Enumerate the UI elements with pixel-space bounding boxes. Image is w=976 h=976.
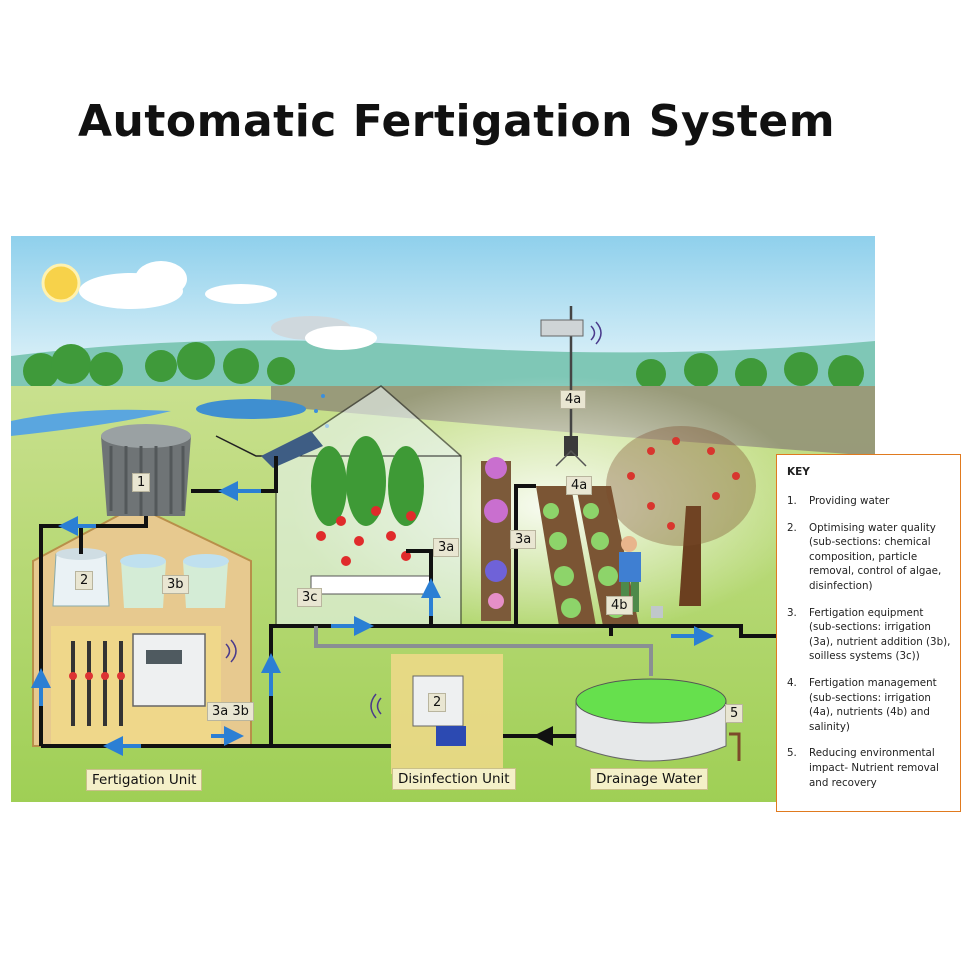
uv-filter (436, 726, 466, 746)
soilless-trough (310, 575, 432, 595)
controller-box (132, 633, 206, 707)
disinfection-unit-label: Disinfection Unit (392, 768, 516, 790)
key-item-subtext: (sub-sections: chemical composition, par… (809, 536, 942, 592)
key-item-subtext: (sub-sections: irrigation (4a), nutrient… (809, 691, 931, 733)
marker-field-irrigation: 3a (510, 530, 537, 549)
tomato-plants (311, 436, 424, 526)
key-heading: KEY (787, 466, 810, 478)
marker-greenhouse-irrigation: 3a (433, 538, 460, 557)
key-item-number: 4. (787, 677, 797, 689)
page-title: Automatic Fertigation System (78, 96, 836, 147)
marker-water-source: 1 (132, 473, 151, 492)
weather-station (540, 306, 587, 467)
marker-drainage: 5 (725, 704, 744, 723)
key-panel: KEY 1. Providing water 2. Optimising wat… (776, 454, 961, 812)
key-item-text: Optimising water quality (809, 521, 936, 534)
wireless-signal-icon (225, 321, 602, 719)
controller-screen (146, 650, 182, 664)
grey-pipe (314, 626, 653, 676)
pond (196, 399, 306, 419)
marker-tank-disinf: 2 (428, 693, 447, 712)
river (11, 409, 171, 436)
cloud-icon (79, 261, 277, 309)
marker-fert-equipment: 3a 3b (207, 702, 254, 721)
key-item-text: Fertigation equipment (809, 606, 924, 619)
key-item: 2. Optimising water quality (sub-section… (787, 521, 952, 594)
drainage-outflow (729, 732, 741, 761)
marker-greenhouse-soilless: 3c (297, 588, 323, 607)
key-item: 4. Fertigation management (sub-sections:… (787, 676, 952, 734)
key-list: 1. Providing water 2. Optimising water q… (787, 494, 952, 790)
flow-arrows (31, 481, 714, 756)
water-source-tank (101, 424, 191, 516)
marker-tank-fert: 2 (75, 571, 94, 590)
drainage-tank (575, 678, 727, 762)
drainage-water-label: Drainage Water (590, 768, 708, 790)
key-item-text: Providing water (809, 494, 890, 507)
key-item: 5. Reducing environmental impact- Nutrie… (787, 746, 952, 790)
flowers (484, 457, 508, 609)
apple-tree (606, 426, 756, 606)
valve-caps (69, 672, 125, 680)
fertigation-diagram (11, 236, 875, 802)
key-item-number: 1. (787, 494, 797, 507)
key-item-subtext: (sub-sections: irrigation (3a), nutrient… (809, 621, 951, 663)
injector-valves (71, 641, 123, 726)
sun-icon (41, 263, 81, 303)
rain-cloud-icon (271, 316, 377, 350)
key-item-number: 3. (787, 606, 797, 619)
marker-field-sensor: 4a (566, 476, 593, 495)
key-item-number: 2. (787, 521, 797, 534)
key-item: 3. Fertigation equipment (sub-sections: … (787, 606, 952, 664)
key-item: 1. Providing water (787, 494, 952, 509)
key-item-number: 5. (787, 747, 797, 760)
tree-line (23, 342, 864, 391)
marker-nutrient-tanks: 3b (162, 575, 189, 594)
nutrient-tanks (120, 554, 229, 608)
key-item-text: Reducing environmental impact- Nutrient … (809, 747, 939, 789)
tomatoes (316, 506, 416, 566)
marker-farmer: 4b (606, 596, 633, 615)
fertigation-unit-label: Fertigation Unit (86, 769, 203, 791)
key-item-text: Fertigation management (809, 677, 937, 689)
marker-weather-station: 4a (560, 390, 587, 409)
